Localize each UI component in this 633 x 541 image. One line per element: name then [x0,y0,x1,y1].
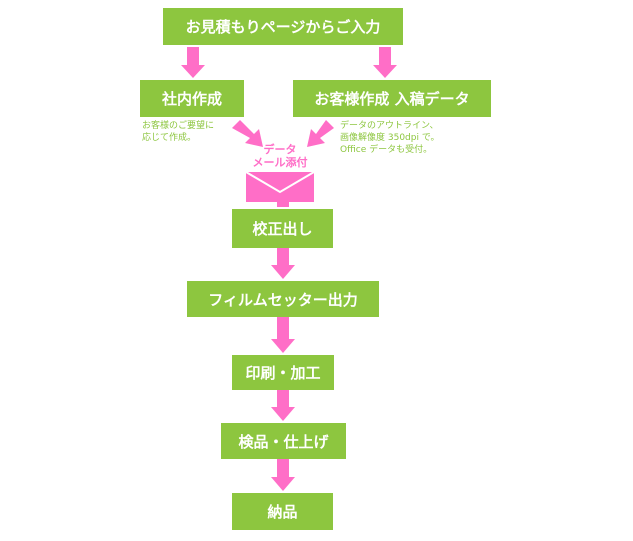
step-delivery: 納品 [232,493,333,530]
internal-creation-box: 社内作成 [140,80,244,117]
envelope-icon [245,171,315,202]
arrow-top-to-internal [181,47,205,78]
customer-creation-box: お客様作成 入稿データ [293,80,491,117]
step-inspect-finish: 検品・仕上げ [221,423,346,459]
arrow-step1-to-step2 [271,248,295,279]
arrow-customer-to-mail [307,120,334,147]
arrow-top-to-customer [373,47,397,78]
arrow-internal-to-mail [232,120,263,147]
arrow-mail-to-step1 [277,201,289,207]
mail-attachment-label: データ メール添付 [252,143,308,169]
customer-note: データのアウトライン、 画像解像度 350dpi で。 Office データも受… [340,121,440,155]
step-print-process: 印刷・加工 [232,355,334,390]
internal-note: お客様のご要望に 応じて作成。 [142,121,215,143]
arrow-step2-to-step3 [271,317,295,353]
step-proof: 校正出し [232,209,333,248]
arrow-step4-to-step5 [271,459,295,491]
arrow-step3-to-step4 [271,390,295,421]
step-film-output: フィルムセッター出力 [187,281,379,317]
estimate-input-box: お見積もりページからご入力 [163,8,403,45]
